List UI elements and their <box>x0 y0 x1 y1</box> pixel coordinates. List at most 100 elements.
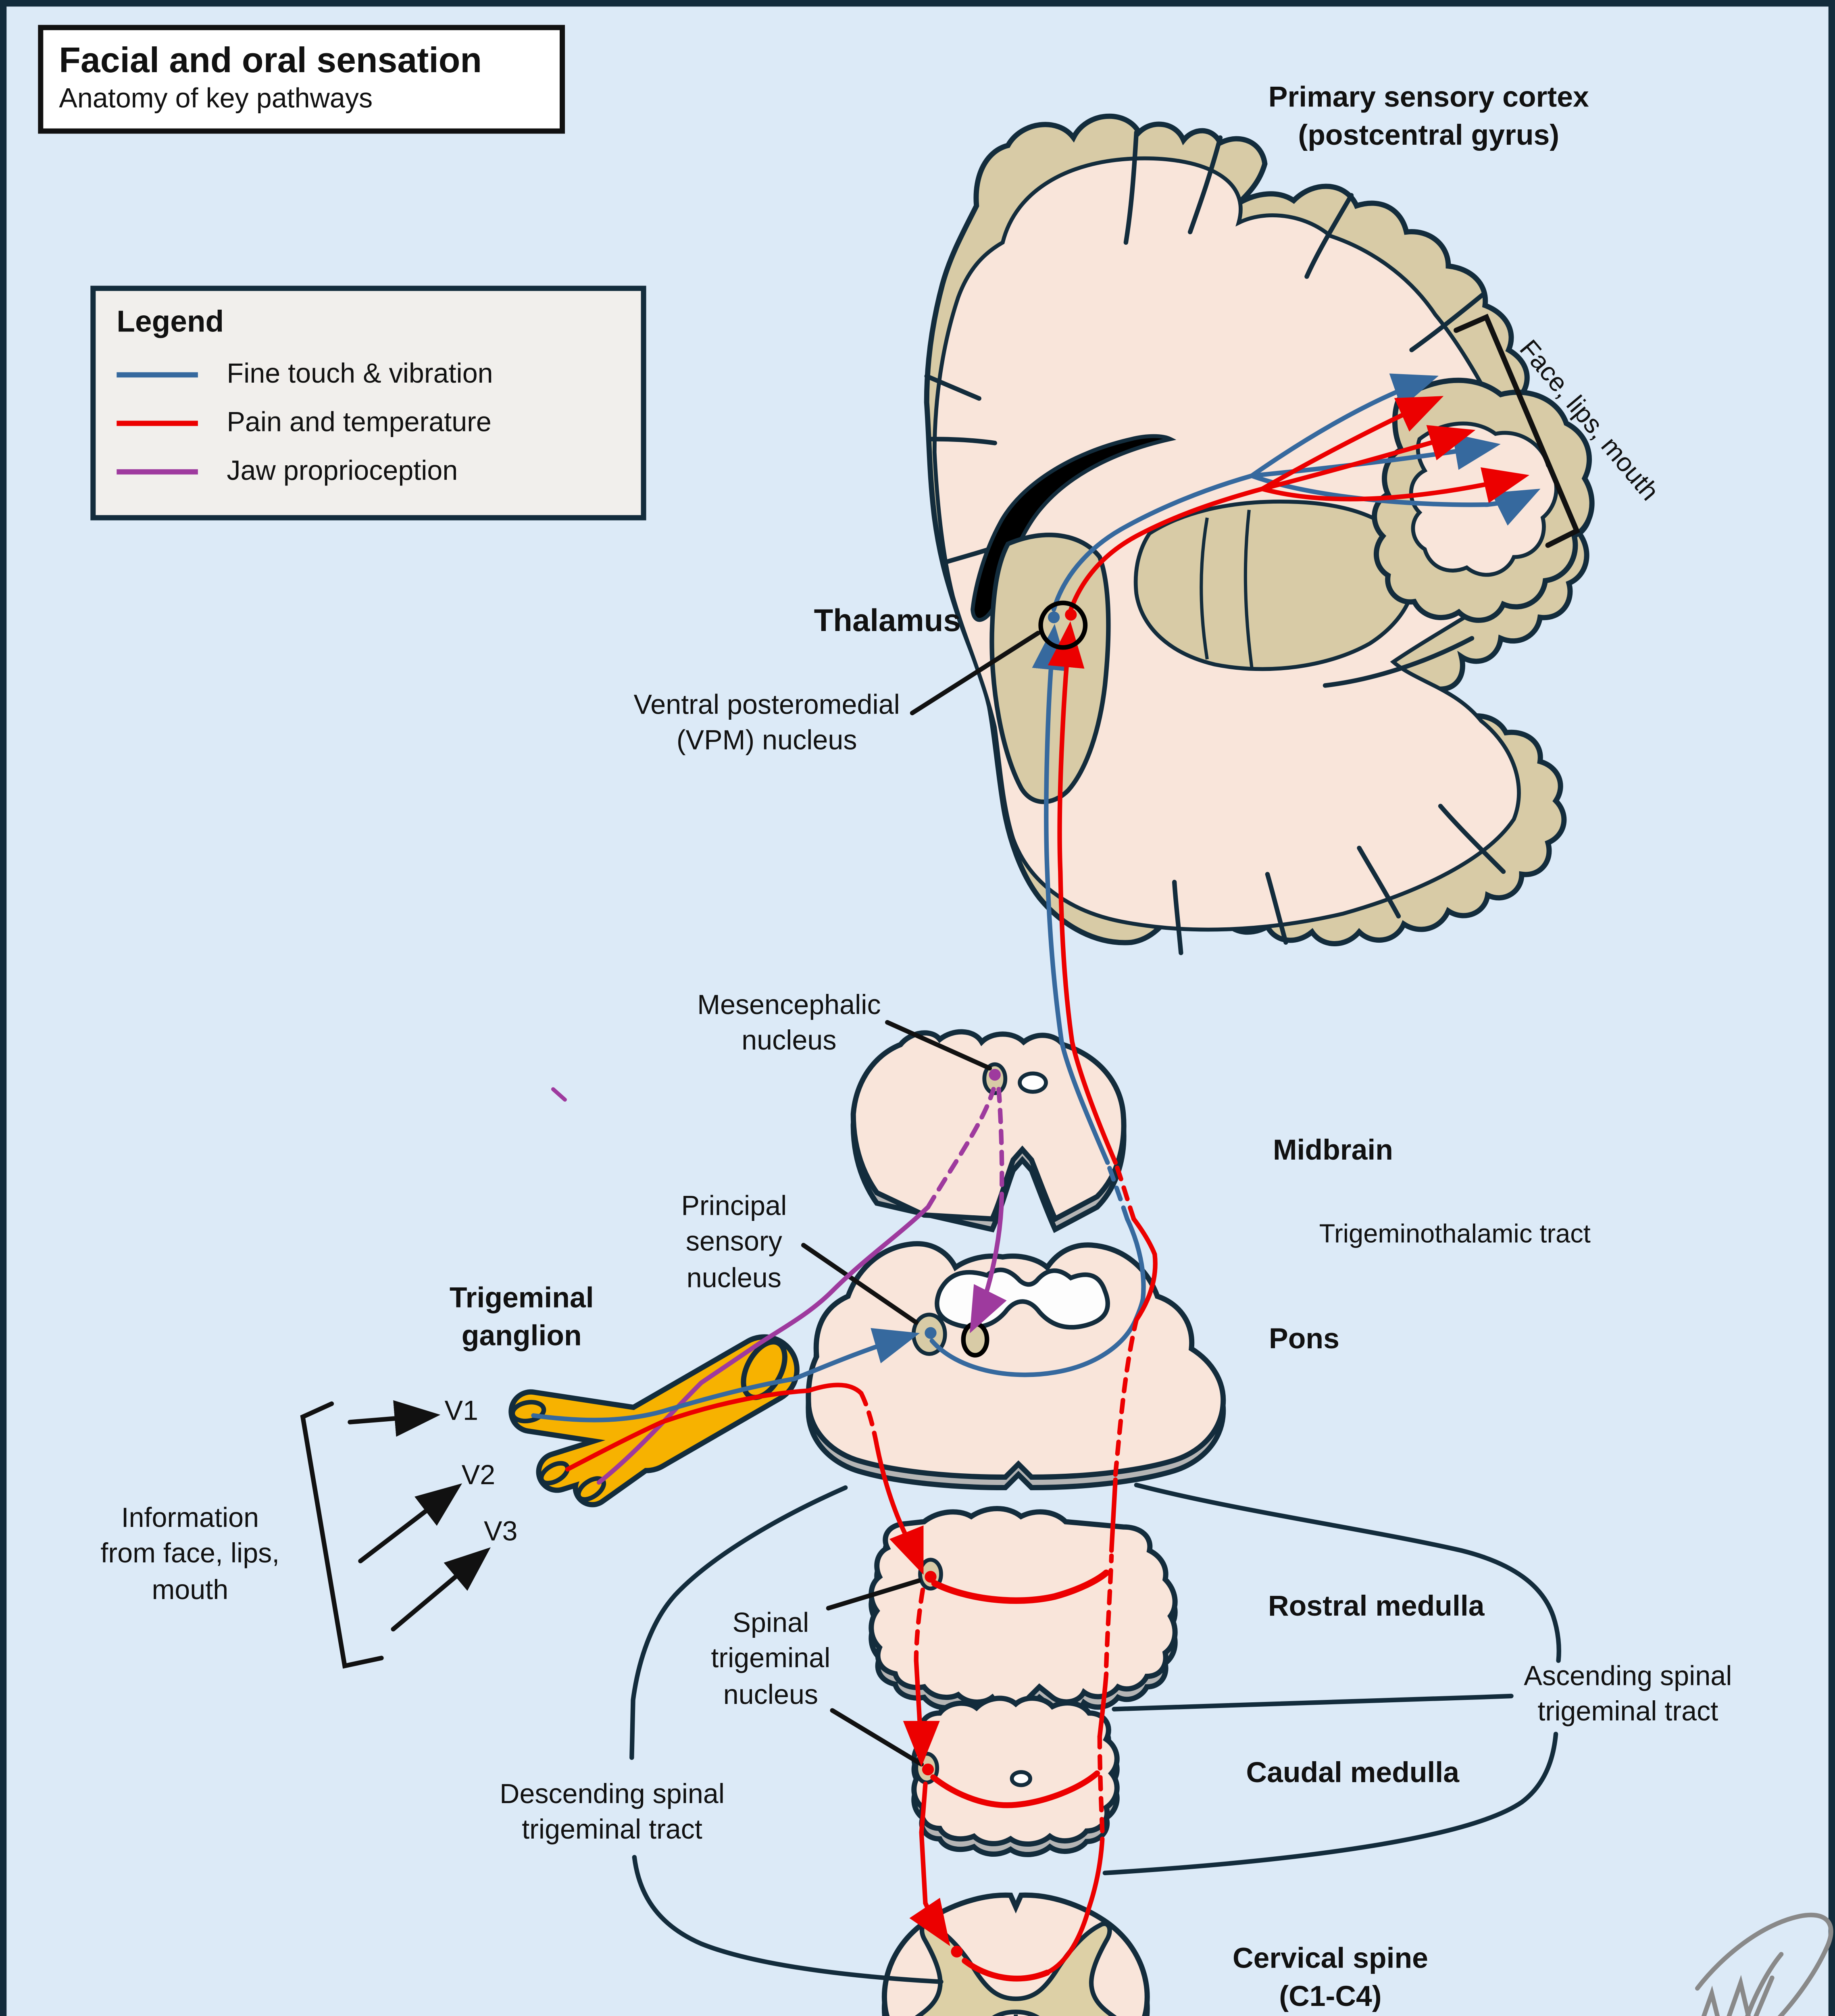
midbrain-label: Midbrain <box>1273 1133 1393 1166</box>
legend-item-jaw-proprioception: Jaw proprioception <box>117 447 620 495</box>
purple-to-motor-nucleus <box>970 1205 1007 1333</box>
label-line: (VPM) nucleus <box>676 726 857 756</box>
signature-mark <box>1695 1912 1833 2016</box>
red-into-caudal-nucleus <box>903 1721 940 1767</box>
legend-label: Pain and temperature <box>227 407 492 437</box>
pons-body <box>806 1241 1226 1480</box>
v2-label: V2 <box>461 1460 496 1491</box>
legend-item-fine-touch: Fine touch & vibration <box>117 350 620 398</box>
principal-pointer-line <box>801 1243 919 1325</box>
pons-label: Pons <box>1269 1322 1339 1355</box>
vpm-nucleus-label: Ventral posteromedial (VPM) nucleus <box>634 688 900 759</box>
label-line: Ventral posteromedial <box>633 690 900 721</box>
red-ascend-solid-7 <box>1048 621 1118 1165</box>
information-bracket <box>300 1401 384 1669</box>
arrow-to-v1 <box>348 1400 441 1437</box>
trigeminothalamic-tract-label: Trigeminothalamic tract <box>1319 1220 1591 1249</box>
v1-label: V1 <box>444 1396 478 1427</box>
fine-touch-line-swatch <box>117 371 198 377</box>
central-canal <box>1010 1770 1032 1787</box>
ascending-pointer-line <box>1112 1693 1514 1712</box>
descending-tract-label: Descending spinal trigeminal tract <box>500 1777 725 1848</box>
label-line: mouth <box>152 1575 229 1605</box>
label-line: nucleus <box>741 1026 837 1057</box>
label-line: (postcentral gyrus) <box>1298 118 1560 151</box>
red-into-cervical-horn <box>909 1897 950 1946</box>
label-line: Ascending spinal <box>1524 1661 1732 1692</box>
red-ascend-solid-6 <box>1131 1216 1158 1322</box>
spinal-nucleus-pointer-caudal <box>830 1708 924 1767</box>
mesencephalic-pointer-line <box>885 1020 992 1071</box>
sweeping-arcs <box>629 1483 1561 1984</box>
thalamus-label: Thalamus <box>814 603 961 639</box>
label-line: trigeminal tract <box>522 1815 702 1845</box>
label-line: Primary sensory cortex <box>1268 80 1589 113</box>
pain-temperature-pathway <box>565 396 1530 1982</box>
label-line: Descending spinal <box>500 1779 725 1810</box>
sulci-lines <box>924 130 1506 955</box>
annotation-lines <box>300 314 1580 1767</box>
legend-item-pain-temperature: Pain and temperature <box>117 398 620 447</box>
internal-capsule-lines <box>1200 510 1254 668</box>
label-line: trigeminal <box>711 1644 831 1674</box>
blue-ascend-dashed-midbrain <box>1105 1160 1130 1221</box>
vpm-blue-dot <box>1048 611 1060 623</box>
red-ganglion-exit <box>565 1383 864 1472</box>
cervical-spine-label: Cervical spine (C1-C4) <box>1233 1940 1428 2015</box>
brain-coronal-section <box>924 113 1595 955</box>
title-box: Facial and oral sensation Anatomy of key… <box>38 25 565 134</box>
label-line: trigeminal tract <box>1537 1697 1718 1728</box>
caudal-red-dot <box>922 1763 934 1776</box>
red-ascend-solid-4 <box>1097 1671 1109 1739</box>
right-arc-lower <box>1102 1731 1558 1875</box>
red-caudal-crossing <box>930 1770 1100 1808</box>
label-line: from face, lips, <box>100 1539 280 1570</box>
label-line: Principal <box>681 1191 787 1222</box>
blue-ascend-solid-2 <box>1032 624 1110 1165</box>
vpm-circle <box>1038 600 1088 650</box>
rostral-medulla-body <box>869 1506 1178 1708</box>
label-line: Mesencephalic <box>697 990 881 1021</box>
v3-label: V3 <box>484 1517 518 1547</box>
label-line: ganglion <box>461 1318 582 1352</box>
ascending-tract-label: Ascending spinal trigeminal tract <box>1524 1659 1732 1730</box>
legend-label: Fine touch & vibration <box>227 358 493 389</box>
pain-temperature-line-swatch <box>117 420 198 425</box>
anatomy-artwork <box>300 113 1833 2016</box>
caudal-medulla-section <box>911 1695 1120 1858</box>
red-thalamocortical-trunk <box>1069 486 1265 612</box>
cervical-spine-section <box>881 1892 1150 2016</box>
label-line: nucleus <box>686 1263 782 1293</box>
red-ascend-solid-5 <box>1109 1477 1118 1553</box>
cerebral-aqueduct <box>1018 1071 1048 1094</box>
spinal-nucleus-pointer-rostral <box>826 1578 921 1611</box>
label-line: Spinal <box>732 1608 809 1639</box>
arrow-to-v2 <box>358 1483 462 1564</box>
principal-sensory-nucleus-label: Principal sensory nucleus <box>681 1189 787 1296</box>
trigeminal-motor-nucleus-shape <box>961 1321 989 1358</box>
caudal-medulla-label: Caudal medulla <box>1246 1756 1459 1789</box>
mesencephalic-purple-dot <box>989 1068 1001 1081</box>
red-descend-solid-3 <box>919 1781 928 1906</box>
red-ascend-dashed-pons <box>1113 1317 1139 1477</box>
principal-blue-dot <box>925 1327 937 1339</box>
red-cervical-crossing <box>962 1958 1050 1982</box>
red-descend-dashed-pons <box>859 1391 879 1448</box>
caudal-medulla-body <box>911 1695 1120 1847</box>
jaw-proprioception-line-swatch <box>117 469 198 474</box>
left-arc-lower <box>632 1855 944 1984</box>
blue-ascend-solid-1 <box>1125 1216 1146 1302</box>
red-rostral-crossing <box>931 1569 1110 1604</box>
left-arc-upper <box>629 1485 848 1760</box>
purple-ganglion-to-midbrain <box>596 1205 931 1485</box>
cervical-red-dot <box>951 1945 963 1958</box>
right-arc-upper <box>1134 1483 1561 1663</box>
rostral-medulla-section <box>869 1506 1178 1719</box>
stray-purple-mark <box>551 1087 567 1102</box>
red-ascend-dashed-caudal <box>1097 1734 1105 1833</box>
purple-dashed-midbrain-left <box>925 1087 996 1210</box>
synapse-dots <box>922 608 1077 1958</box>
midbrain-section <box>850 1029 1127 1233</box>
